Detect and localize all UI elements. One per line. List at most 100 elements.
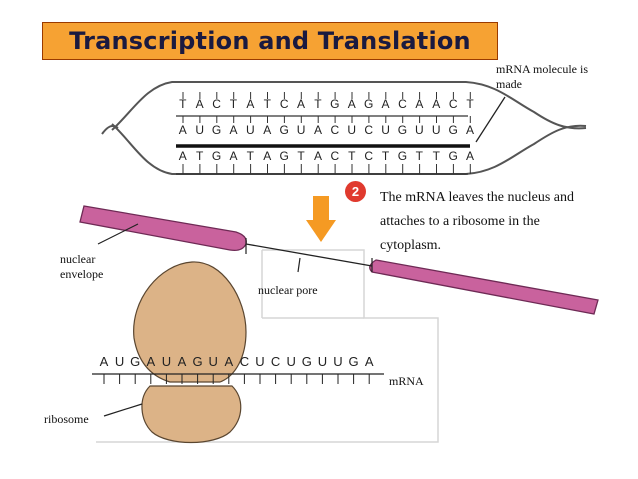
dna-bottom-base: G <box>279 149 289 163</box>
dna-top-base: C <box>212 97 221 111</box>
nuclear-envelope-leader <box>97 223 139 245</box>
dna-bottom-base: T <box>433 149 441 163</box>
dna-bottom-base: T <box>382 149 390 163</box>
mrna-base: G <box>212 123 222 137</box>
nucleus-boundary <box>96 249 439 443</box>
dna-bottom-base: A <box>229 149 238 163</box>
mrna-lower-base: U <box>255 354 264 369</box>
dna-bubble-outline-lower <box>111 123 587 175</box>
down-arrow-shaft <box>313 196 329 222</box>
dna-top-base: A <box>297 97 306 111</box>
dna-top-base: A <box>196 97 205 111</box>
dna-top-base: C <box>449 97 458 111</box>
dna-bottom-base: A <box>314 149 323 163</box>
down-arrow-icon <box>306 196 336 244</box>
dna-bottom-base: G <box>398 149 408 163</box>
dna-top-base: C <box>280 97 289 111</box>
mrna-lower-base: U <box>115 354 124 369</box>
dna-bottom-base: A <box>263 149 272 163</box>
dna-bubble-outline <box>111 81 587 131</box>
dna-bottom-base: A <box>466 149 475 163</box>
down-arrow-head <box>306 220 336 242</box>
nuclear-envelope-left <box>79 205 247 252</box>
mrna-base: G <box>398 123 408 137</box>
mrna-lower-base: U <box>209 354 218 369</box>
dna-top-base: T <box>264 97 272 111</box>
dna-top-base: T <box>466 97 474 111</box>
step-number-badge: 2 <box>345 181 366 202</box>
mrna-lower-ticks <box>103 374 370 384</box>
mrna-base: C <box>364 123 373 137</box>
dna-top-base: G <box>364 97 374 111</box>
mrna-base: A <box>179 123 188 137</box>
mrna-lower-base: G <box>302 354 312 369</box>
dna-bottom-base: A <box>179 149 188 163</box>
mrna-lower-base: A <box>224 354 233 369</box>
mrna-lower-base: U <box>287 354 296 369</box>
mrna-lower-base: C <box>271 354 280 369</box>
nuclear-envelope-right <box>369 259 599 315</box>
mrna-base: A <box>466 123 475 137</box>
ribosome-label: ribosome <box>44 412 89 426</box>
mrna-lower-base: G <box>130 354 140 369</box>
dna-bottom-base: C <box>331 149 340 163</box>
ribosome-large-subunit <box>133 261 247 383</box>
dna-tail-left <box>101 125 119 135</box>
dna-base-ticks <box>182 92 471 174</box>
mrna-label: mRNA <box>389 374 424 388</box>
ribosome-small-subunit <box>141 385 242 444</box>
dna-bottom-base: T <box>247 149 255 163</box>
dna-bottom-base: C <box>364 149 373 163</box>
dna-top-base: T <box>179 97 187 111</box>
mrna-base: G <box>279 123 289 137</box>
nuclear-pore-leader <box>297 257 301 273</box>
dna-top-base: G <box>330 97 340 111</box>
mrna-lower-base: A <box>146 354 155 369</box>
mrna-lower-base: U <box>318 354 327 369</box>
mrna-lower-base: A <box>100 354 109 369</box>
dna-top-base: C <box>398 97 407 111</box>
nuclear-envelope-label-line2: envelope <box>60 267 104 281</box>
dna-bottom-base: T <box>348 149 356 163</box>
dna-bottom-base: T <box>416 149 424 163</box>
mrna-lower-base: A <box>178 354 187 369</box>
mrna-base: A <box>263 123 272 137</box>
dna-top-base: A <box>432 97 441 111</box>
mrna-lower-base: G <box>349 354 359 369</box>
dna-top-base: T <box>230 97 238 111</box>
dna-bottom-base: G <box>212 149 222 163</box>
dna-bottom-base: T <box>297 149 305 163</box>
mrna-base: U <box>381 123 390 137</box>
dna-bottom-base: G <box>448 149 458 163</box>
mrna-base: A <box>314 123 323 137</box>
mrna-lower-base: C <box>240 354 249 369</box>
dna-top-base: A <box>415 97 424 111</box>
nuclear-envelope-label-line1: nuclear <box>60 252 96 266</box>
mrna-molecule-label-line1: mRNA molecule is <box>496 62 588 76</box>
mrna-base: U <box>297 123 306 137</box>
mrna-base: C <box>331 123 340 137</box>
ribosome-leader <box>103 403 143 417</box>
mrna-base: U <box>246 123 255 137</box>
mrna-base: G <box>448 123 458 137</box>
mrna-base: U <box>415 123 424 137</box>
dna-top-base: A <box>348 97 357 111</box>
dna-top-base: T <box>314 97 322 111</box>
mrna-through-pore <box>245 243 373 267</box>
mrna-lower-base: U <box>162 354 171 369</box>
nuclear-pore-label: nuclear pore <box>258 283 318 297</box>
mrna-lower-base: A <box>365 354 374 369</box>
dna-top-base: A <box>382 97 391 111</box>
dna-top-base: A <box>246 97 255 111</box>
mrna-base: U <box>347 123 356 137</box>
mrna-base: U <box>432 123 441 137</box>
mrna-base: A <box>229 123 238 137</box>
mrna-molecule-label-line2: made <box>496 77 522 91</box>
dna-bottom-base: T <box>196 149 204 163</box>
nuclear-envelope-label: nuclear envelope <box>60 252 103 282</box>
title: Transcription and Translation <box>42 22 498 60</box>
